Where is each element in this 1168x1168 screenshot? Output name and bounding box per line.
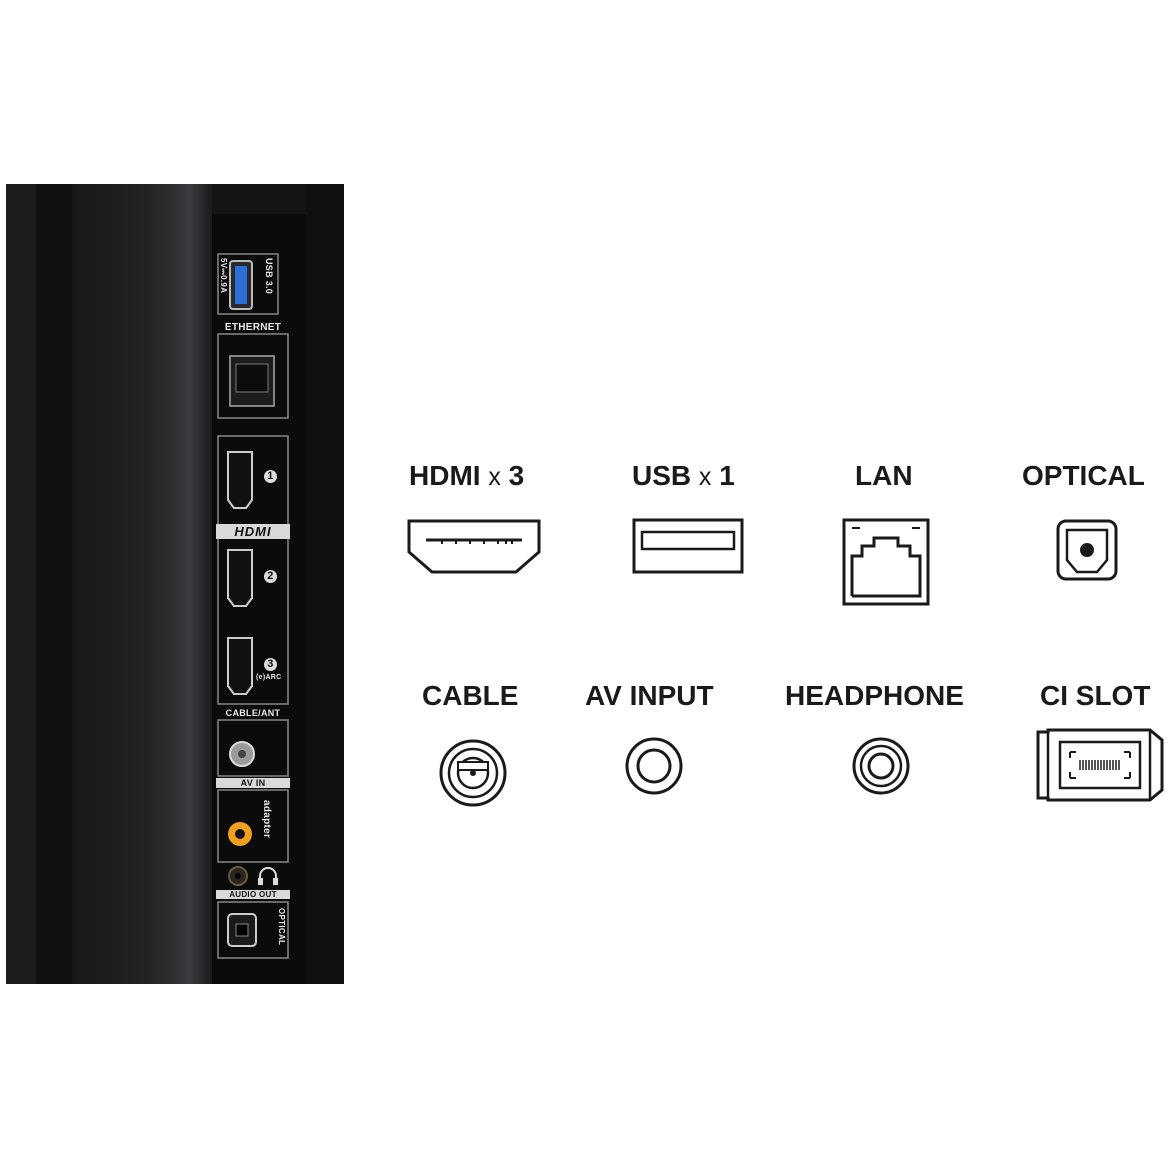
coax-port-icon [439,739,507,807]
legend-optical-label: OPTICAL [1022,460,1145,491]
connector-panel-graphic [217,253,289,959]
adapter-label: adapter [261,800,272,839]
tv-back-panel: USB 3.0 5V⎓0.9A ETHERNET 1 HDMI 2 3 (e)A… [6,184,344,984]
hdmi-mult: x [488,463,501,491]
ethernet-label: ETHERNET [224,322,282,333]
optical-port-icon [1056,519,1118,581]
tv-body-gradient [72,184,212,984]
hdmi-count: 3 [508,460,525,491]
legend-ci-slot-label: CI SLOT [1040,680,1151,711]
av-jack-icon [625,737,683,795]
usb-name: USB [632,460,692,491]
hdmi-number-1: 1 [264,470,277,483]
legend-hdmi-label: HDMI x 3 [409,460,524,492]
hdmi-arc-label: (e)ARC [256,674,282,681]
av-in-label: AV IN [216,778,290,788]
hdmi-number-2: 2 [264,570,277,583]
legend-lan-label: LAN [855,460,913,491]
ethernet-port-icon [842,518,930,606]
optical-panel-label: OPTICAL [277,908,286,946]
hdmi-logo: HDMI [216,524,290,539]
usb-port-icon [632,518,744,574]
hdmi-port-icon [407,519,541,574]
hdmi-port-1[interactable] [227,451,253,509]
usb-count: 1 [719,460,735,491]
tv-edge-stripe [6,184,36,984]
usb-power-label: 5V⎓0.9A [219,258,228,294]
hdmi-name: HDMI [409,460,481,491]
audio-out-label: AUDIO OUT [216,890,290,899]
headphone-jack-icon [852,737,910,795]
usb-mult: x [698,463,712,491]
hdmi-port-2[interactable] [227,549,253,607]
hdmi-number-3: 3 [264,658,277,671]
legend-cable-label: CABLE [422,680,519,711]
ci-card-icon [1036,728,1164,802]
tv-right-edge [306,184,344,984]
legend-headphone-label: HEADPHONE [785,680,964,711]
cable-ant-label: CABLE/ANT [225,708,281,718]
usb-label: USB 3.0 [264,258,274,295]
tv-edge-stripe [36,184,72,984]
hdmi-port-3[interactable] [227,637,253,695]
connector-panel: USB 3.0 5V⎓0.9A ETHERNET 1 HDMI 2 3 (e)A… [212,214,306,984]
legend-usb-label: USB x 1 [632,460,735,492]
legend-av-input-label: AV INPUT [585,680,714,711]
